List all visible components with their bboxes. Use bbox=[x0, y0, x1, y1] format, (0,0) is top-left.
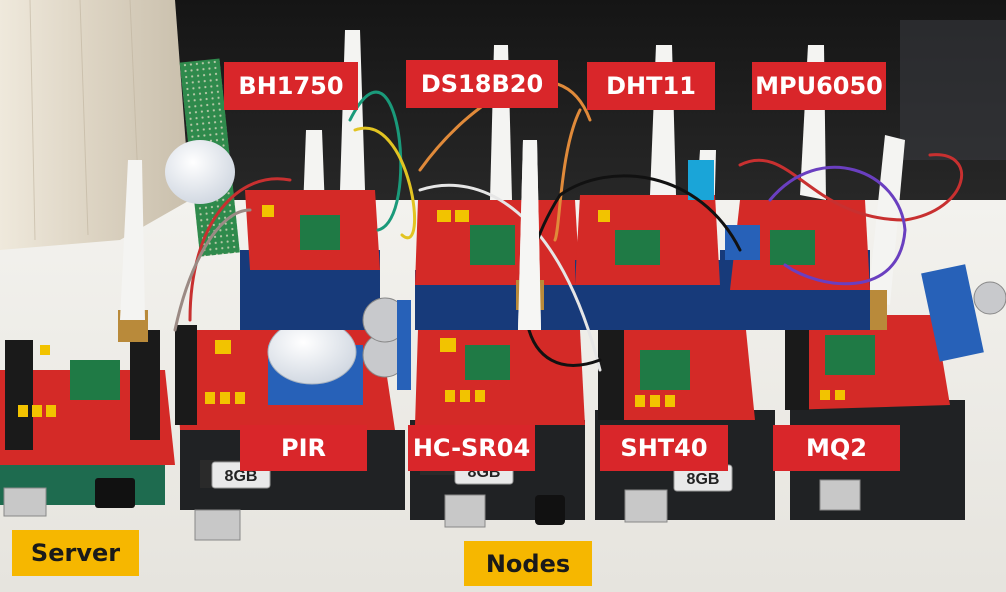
node-bh1750 bbox=[165, 30, 380, 330]
label-nodes: Nodes bbox=[464, 541, 592, 586]
antenna-front bbox=[518, 140, 541, 330]
label-hcsr04: HC-SR04 bbox=[408, 425, 535, 471]
sd-card-label: 8GB bbox=[687, 471, 720, 488]
label-server: Server bbox=[12, 530, 139, 576]
label-dht11: DHT11 bbox=[587, 62, 715, 110]
label-pir: PIR bbox=[240, 425, 367, 471]
server-board bbox=[0, 160, 175, 517]
label-mq2: MQ2 bbox=[773, 425, 900, 471]
label-mpu6050: MPU6050 bbox=[752, 62, 886, 110]
sd-card-3: 8GB bbox=[673, 464, 733, 492]
curtain bbox=[0, 0, 190, 250]
label-ds18b20: DS18B20 bbox=[406, 60, 558, 108]
label-sht40: SHT40 bbox=[600, 425, 728, 471]
label-bh1750: BH1750 bbox=[224, 62, 358, 110]
sd-card-label: 8GB bbox=[225, 468, 258, 485]
background-window bbox=[900, 20, 1006, 160]
